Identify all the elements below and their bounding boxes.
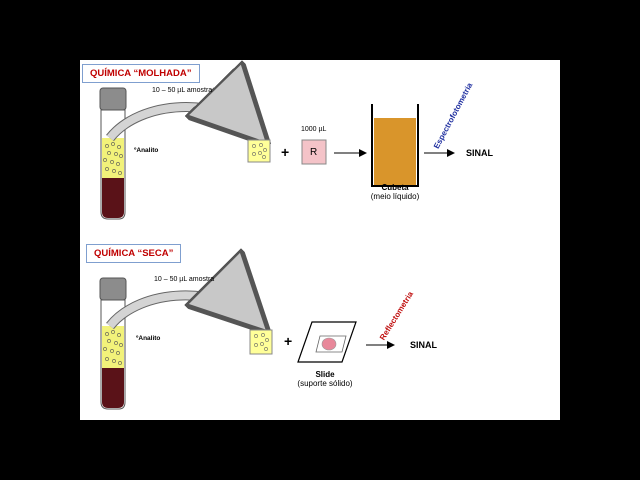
cuvette-description: (meio líquido)	[370, 192, 420, 201]
slide: QUÍMICA “MOLHADA” 10 – 50 µL amostra ºAn…	[80, 60, 560, 420]
slide-description: (suporte sólido)	[297, 379, 353, 388]
signal-label-dry: SINAL	[410, 340, 437, 350]
plus-sign-dry: +	[284, 333, 293, 349]
slide-name: Slide	[315, 370, 335, 379]
analyte-text: Analito	[138, 335, 161, 342]
plus-sign-wet: +	[281, 144, 290, 160]
plasma-layer	[102, 138, 124, 178]
signal-label-wet: SINAL	[466, 148, 493, 158]
sample-volume-label-dry: 10 – 50 µL amostra	[154, 276, 215, 283]
dry-chemistry-title: QUÍMICA “SECA”	[86, 244, 182, 263]
wet-tube	[99, 87, 127, 220]
analyte-label-wet: ºAnalito	[134, 147, 159, 154]
slide-support	[297, 321, 357, 363]
cuvette-caption: Cubeta (meio líquido)	[362, 183, 428, 201]
transfer-arrow-dry	[106, 295, 258, 326]
sample-box-dry	[249, 329, 273, 355]
tube-cap	[99, 87, 127, 111]
blood-layer	[102, 368, 124, 408]
dry-tube	[99, 277, 127, 410]
cuvette-name: Cubeta	[381, 183, 409, 192]
reagent-letter: R	[310, 147, 318, 158]
reagent-box	[301, 139, 327, 165]
sample-volume-label-wet: 10 – 50 µL amostra	[152, 87, 213, 94]
wet-chemistry-title: QUÍMICA “MOLHADA”	[82, 64, 200, 83]
tube-cap	[99, 277, 127, 301]
diagram-graphics	[99, 60, 455, 410]
analyte-text: Analito	[136, 147, 159, 154]
reagent-volume-label: 1000 µL	[301, 126, 327, 133]
analyte-label-dry: ºAnalito	[136, 335, 161, 342]
sample-box-wet	[247, 139, 271, 163]
slide-caption: Slide (suporte sólido)	[282, 370, 368, 388]
blood-layer	[102, 178, 124, 218]
transfer-arrow-wet	[106, 107, 258, 138]
cuvette	[371, 104, 419, 187]
